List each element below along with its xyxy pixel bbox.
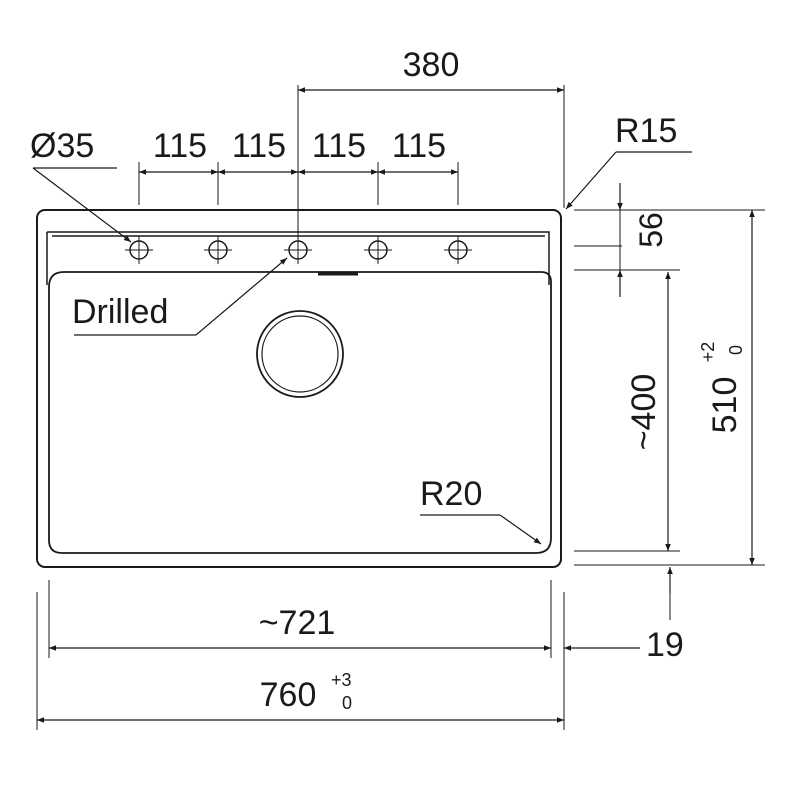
tap-hole	[444, 236, 472, 264]
hole-diameter-callout: Ø35	[30, 127, 132, 243]
drilled-callout: Drilled	[72, 257, 288, 336]
dimension-510-label: 510	[706, 377, 744, 434]
bowl-radius-r20-callout: R20	[420, 475, 542, 545]
tap-hole	[284, 236, 312, 264]
tap-hole	[125, 236, 153, 264]
dimension-760-tol-plus: +3	[331, 670, 352, 690]
hole-spacing-label: 115	[232, 127, 286, 165]
dimension-721-label: ~721	[259, 604, 336, 642]
corner-radius-r15-label: R15	[615, 112, 677, 150]
tap-hole	[364, 236, 392, 264]
hole-diameter-label: Ø35	[30, 127, 94, 165]
dimension-380: 380	[297, 46, 565, 240]
dimension-721: ~721	[48, 580, 552, 658]
dimension-760-label: 760	[260, 676, 317, 714]
dimension-56: 56	[574, 183, 680, 297]
dimension-510: 510 +2 0	[574, 209, 765, 566]
dimension-760-tol-minus: 0	[342, 693, 352, 713]
dimension-hole-spacing: 115 115 115 115	[138, 127, 459, 205]
sink-outline	[36, 209, 562, 568]
dimension-510-tol-minus: 0	[726, 345, 746, 355]
bowl-radius-r20-label: R20	[420, 475, 482, 513]
dimension-56-label: 56	[633, 212, 669, 248]
drilled-label: Drilled	[72, 293, 168, 331]
dimension-380-label: 380	[403, 46, 460, 84]
dimension-760: 760 +3 0	[36, 592, 564, 730]
hole-spacing-label: 115	[392, 127, 446, 165]
dimension-400-label: ~400	[625, 374, 663, 451]
dimension-510-tol-plus: +2	[698, 342, 718, 363]
dimension-19-label: 19	[646, 626, 684, 664]
hole-spacing-label: 115	[312, 127, 366, 165]
dimension-400: ~400	[574, 272, 680, 552]
corner-radius-r15-callout: R15	[565, 112, 692, 210]
dimension-19: 19	[563, 567, 684, 730]
drain-circle	[256, 310, 344, 398]
tap-holes	[125, 236, 472, 264]
hole-spacing-label: 115	[153, 127, 207, 165]
tap-hole	[204, 236, 232, 264]
